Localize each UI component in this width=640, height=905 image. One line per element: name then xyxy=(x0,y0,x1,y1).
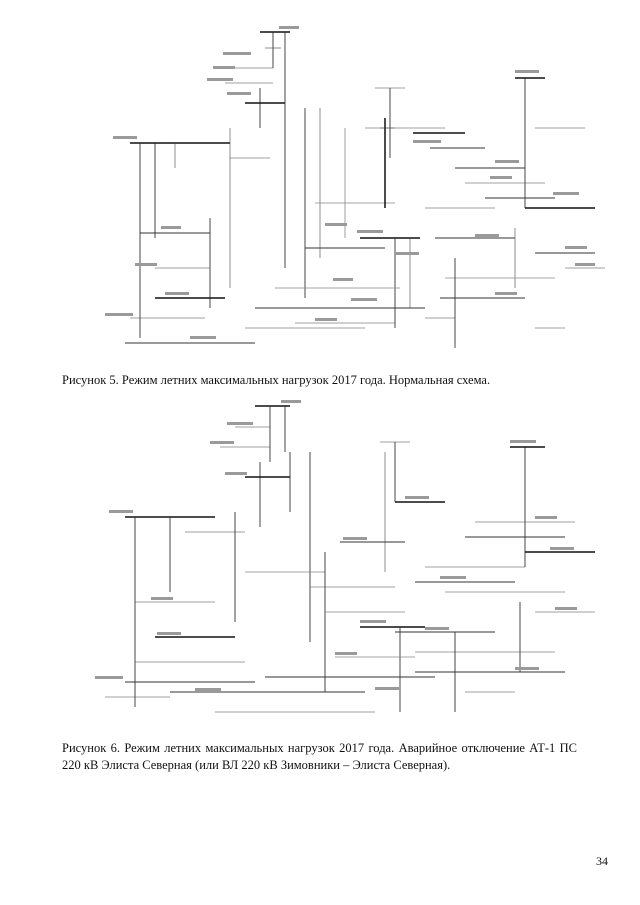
substation-cluster-top xyxy=(210,400,311,642)
power-grid-diagram-figure-5 xyxy=(95,8,615,360)
page-number: 34 xyxy=(596,854,608,868)
network-center xyxy=(255,108,425,328)
network-center xyxy=(265,452,435,712)
network-right xyxy=(375,70,605,348)
power-grid-schematic xyxy=(95,400,595,713)
network-left xyxy=(95,510,375,713)
network-left xyxy=(105,128,365,344)
substation-cluster-top xyxy=(207,26,299,268)
power-grid-schematic xyxy=(105,26,605,348)
figure-6-caption: Рисунок 6. Режим летних максимальных наг… xyxy=(62,741,577,772)
network-right xyxy=(380,440,595,712)
figure-5-caption: Рисунок 5. Режим летних максимальных наг… xyxy=(62,373,491,387)
power-grid-diagram-figure-6 xyxy=(95,392,615,734)
